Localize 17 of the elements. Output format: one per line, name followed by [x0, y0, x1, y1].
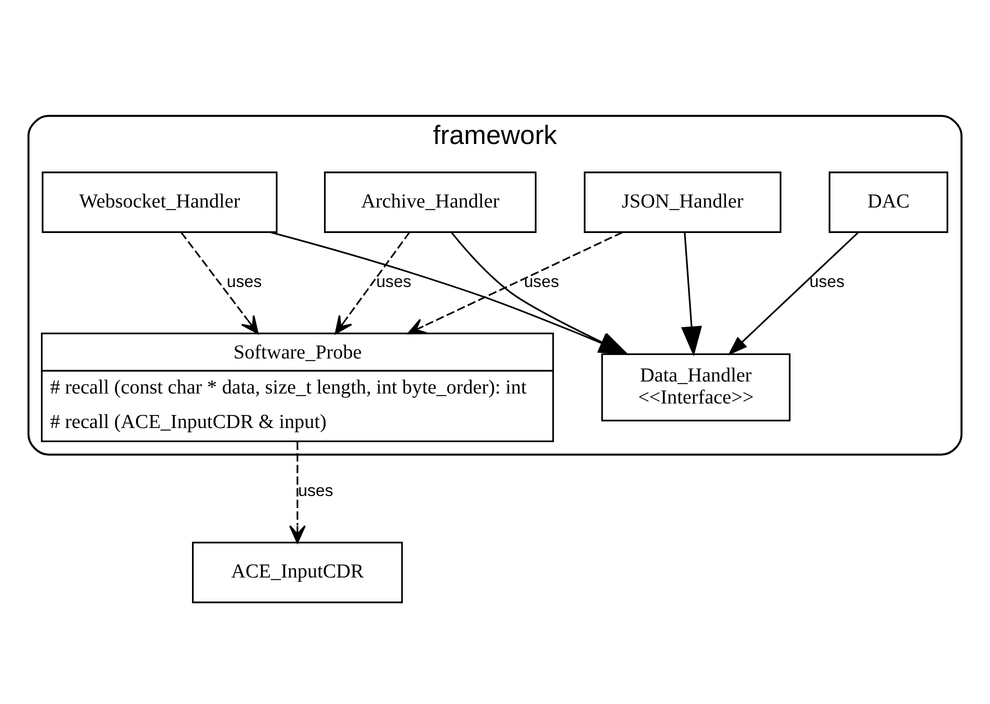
arrow — [728, 231, 859, 356]
node-box: Archive_Handler — [324, 171, 536, 232]
node-box: Data_Handler <<Interface>> — [601, 352, 791, 421]
edge-label: uses — [376, 271, 412, 290]
arrow — [408, 231, 623, 334]
arrow — [681, 232, 702, 356]
edge-label: uses — [298, 480, 334, 500]
node-box: Websocket_Handler — [42, 171, 278, 232]
arrow — [289, 441, 306, 543]
node-box: DAC — [828, 171, 948, 232]
edge-label: uses — [810, 271, 845, 290]
node-box: ACE_InputCDR — [192, 541, 403, 603]
edge-label: uses — [226, 271, 262, 290]
arrow — [334, 231, 410, 334]
arrow — [180, 231, 259, 334]
edge-label: uses — [524, 271, 560, 290]
node-box: JSON_Handler — [584, 171, 782, 232]
